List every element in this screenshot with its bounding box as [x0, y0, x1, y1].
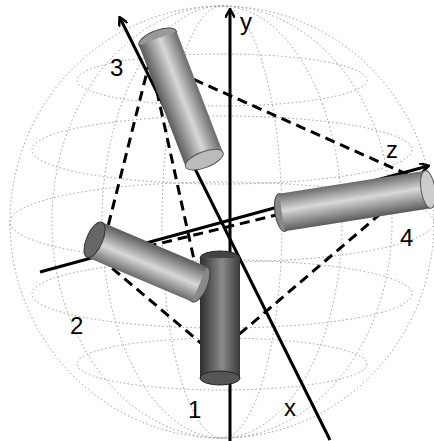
- axis-label: x: [282, 396, 298, 420]
- callout-number: 1: [186, 398, 203, 422]
- callout-number: 3: [108, 56, 125, 80]
- cylinder-4: [272, 170, 434, 233]
- cylinder-3: [136, 24, 226, 175]
- callout-number: 2: [68, 314, 85, 338]
- axis-label: y: [238, 10, 254, 34]
- coordinate-axes: [40, 10, 428, 441]
- callout-number: 4: [398, 226, 415, 250]
- sphere-wireframe: [10, 6, 434, 438]
- cylinder-2: [80, 219, 215, 305]
- axis-label: z: [384, 138, 400, 162]
